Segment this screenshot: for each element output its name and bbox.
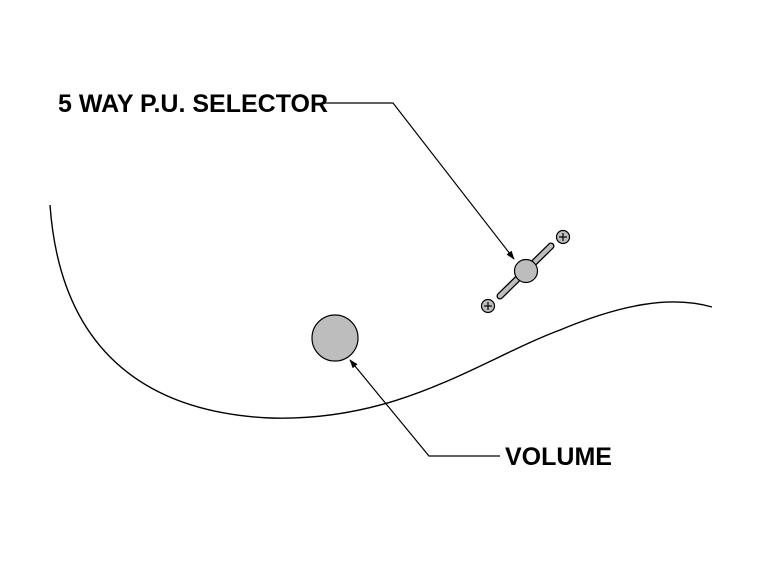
volume-knob-icon [311, 314, 359, 362]
guitar-body-outline [49, 204, 713, 419]
selector-leader-line [323, 102, 515, 260]
volume-leader-line [349, 359, 500, 457]
volume-label: VOLUME [505, 443, 612, 471]
screw-icon [480, 298, 496, 314]
selector-knob-icon [513, 258, 539, 284]
screw-icon [555, 229, 571, 245]
selector-label: 5 WAY P.U. SELECTOR [58, 90, 328, 118]
